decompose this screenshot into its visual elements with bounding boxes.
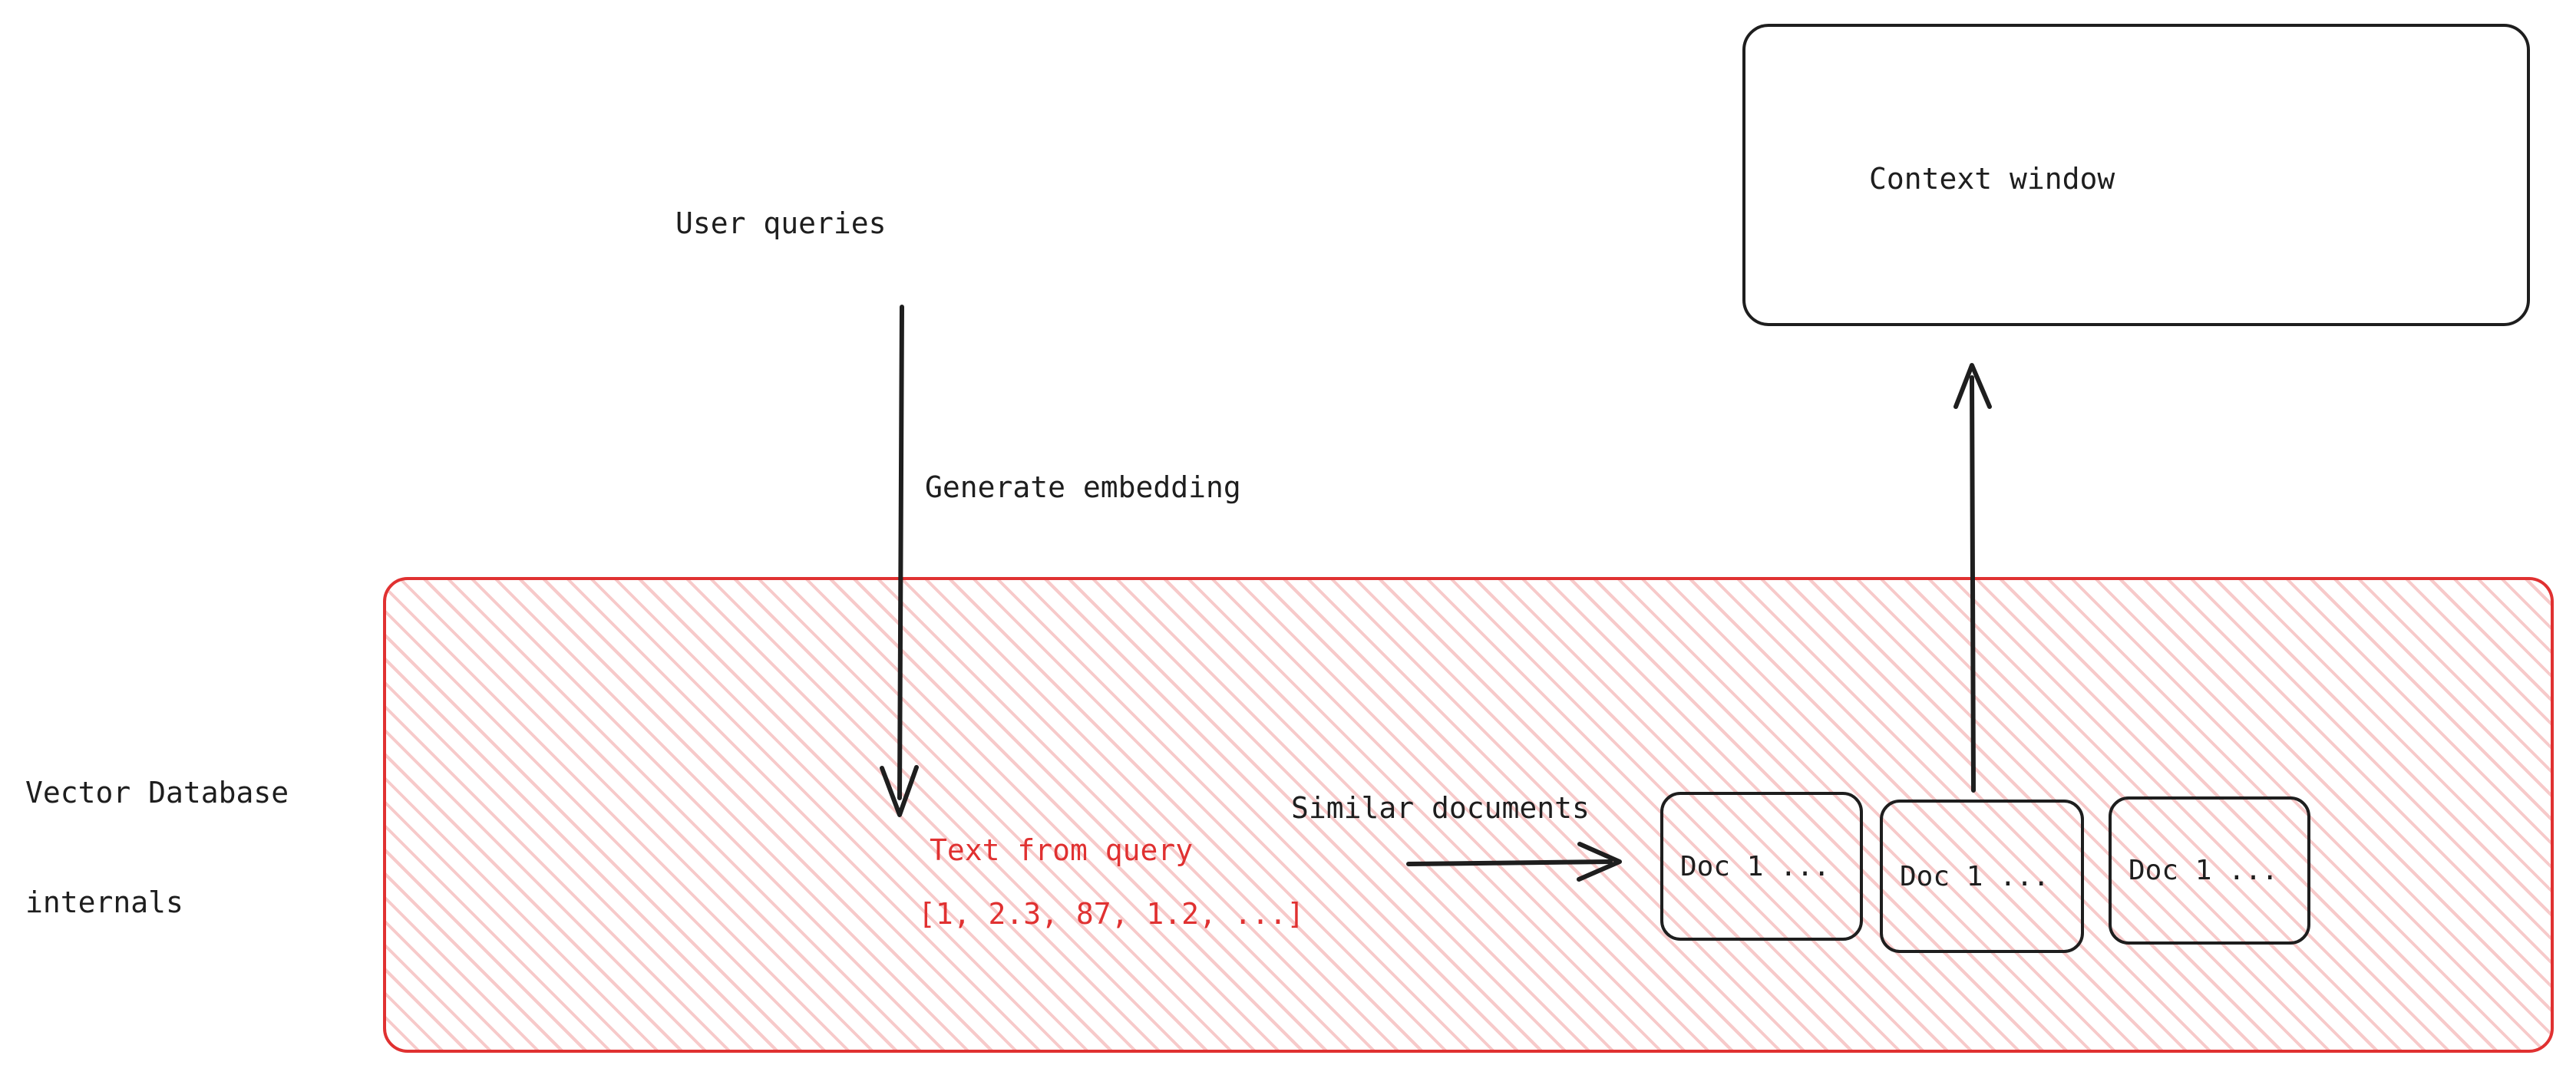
- context-window-box[interactable]: [1742, 24, 2530, 326]
- doc-box[interactable]: Doc 1 ...: [2109, 796, 2310, 945]
- generate-embedding-label: Generate embedding: [925, 470, 1241, 504]
- vector-database-label-line-2: internals: [25, 885, 183, 919]
- vector-database-label-line-1: Vector Database: [25, 776, 289, 810]
- doc-box[interactable]: Doc 1 ...: [1660, 792, 1863, 941]
- vector-database-label: Vector Database internals: [25, 702, 289, 994]
- query-text-label: Text from query: [930, 833, 1194, 867]
- doc-box-label: Doc 1 ...: [2129, 855, 2279, 886]
- vector-database-region[interactable]: [383, 577, 2554, 1053]
- doc-box-label: Doc 1 ...: [1900, 860, 2050, 892]
- similar-documents-label: Similar documents: [1291, 791, 1590, 825]
- query-vector-label: [1, 2.3, 87, 1.2, ...]: [918, 897, 1305, 931]
- doc-box[interactable]: Doc 1 ...: [1880, 800, 2084, 953]
- doc-box-label: Doc 1 ...: [1680, 850, 1831, 882]
- context-window-label: Context window: [1869, 162, 2115, 196]
- user-queries-label: User queries: [675, 206, 887, 240]
